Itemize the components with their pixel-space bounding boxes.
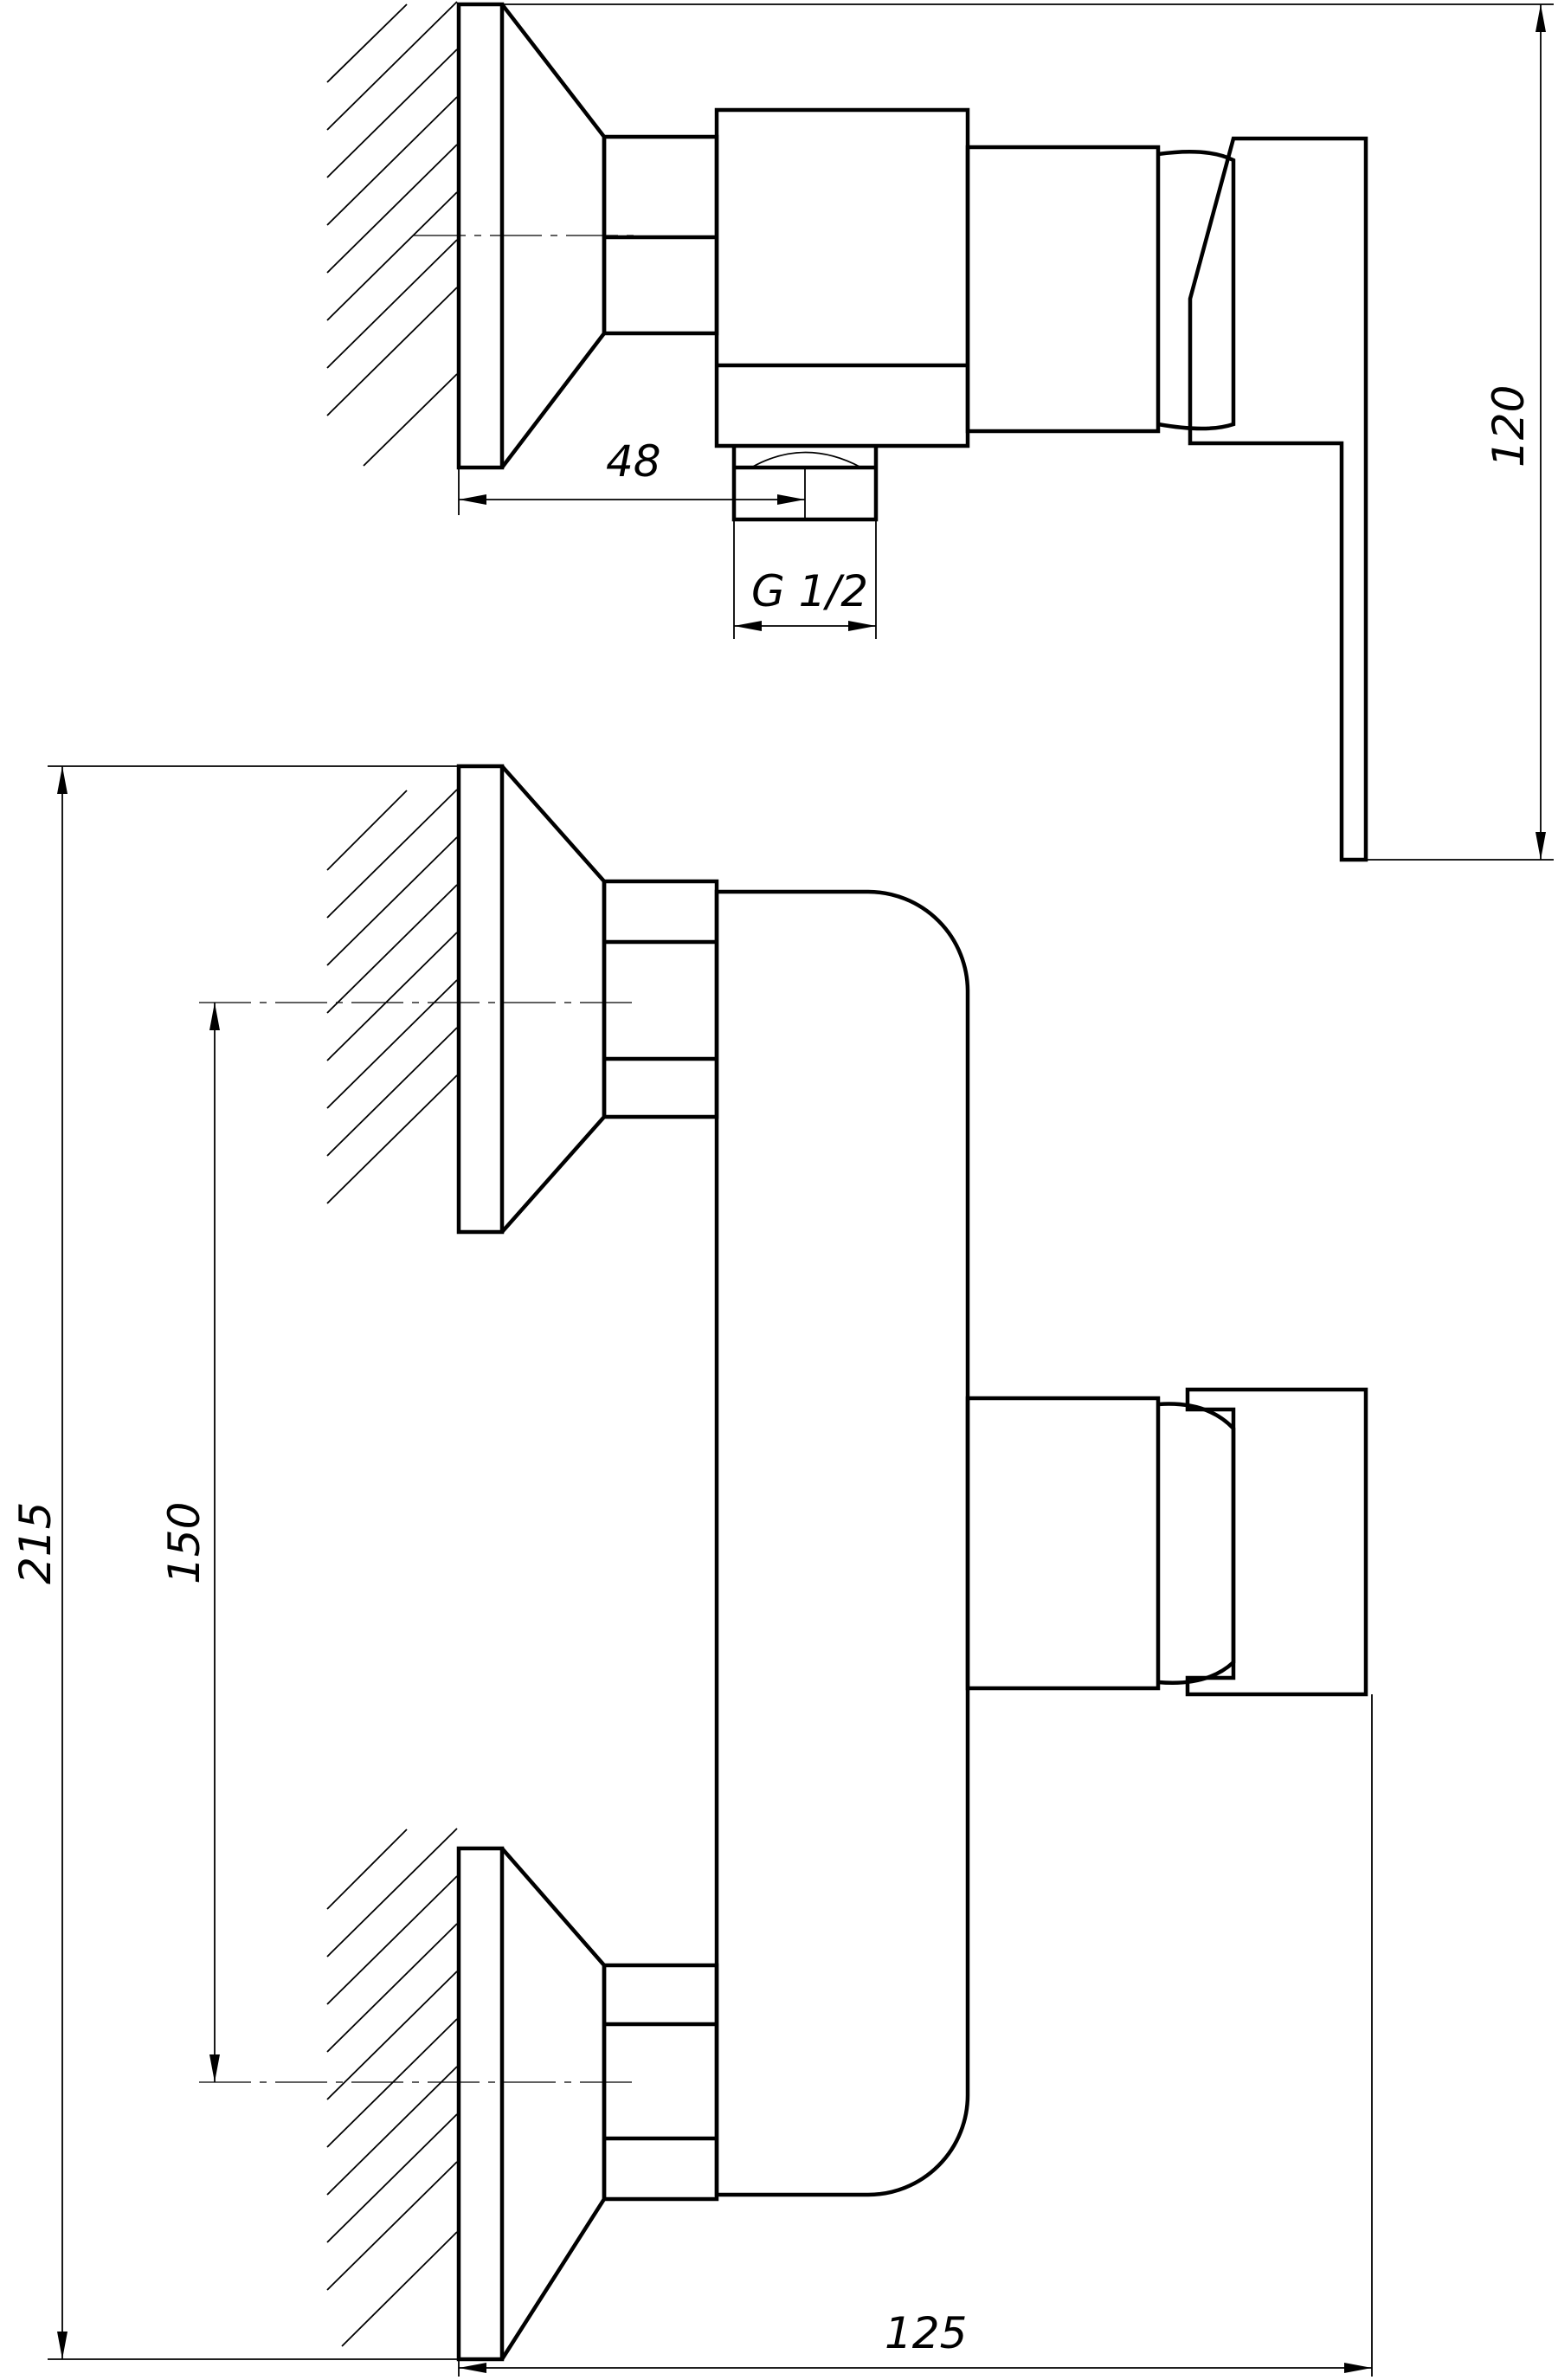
valve-body-front: [714, 889, 970, 2197]
dimension-center-distance-label: 150: [159, 1502, 209, 1584]
dimension-height: 120: [502, 3, 1554, 861]
dimension-offset-label: 48: [606, 436, 661, 487]
wall-hatching-lower: [326, 1828, 458, 2347]
connector-top: [602, 134, 719, 336]
valve-body-side: [714, 107, 970, 448]
wall-hatching-upper: [326, 789, 458, 1204]
dimension-offset: 48: [458, 436, 806, 519]
cartridge-housing-front: [965, 1396, 1161, 1691]
nut-upper: [602, 879, 719, 1119]
wall-plate-lower: [456, 1846, 505, 2362]
dimension-thread: G 1/2: [733, 519, 877, 639]
wall-hatching-top: [326, 1, 458, 467]
cartridge-dome: [1157, 150, 1236, 431]
cartridge-housing: [965, 145, 1161, 434]
handle-front: [1185, 1387, 1368, 1697]
top-view: [326, 1, 1368, 862]
dimension-total-height-label: 215: [10, 1502, 61, 1584]
dimension-total-height: 215: [10, 765, 459, 2360]
dimension-depth: 125: [458, 1694, 1373, 2377]
dimension-depth-label: 125: [885, 2308, 967, 2358]
cartridge-dome-front: [1157, 1402, 1236, 1685]
escutcheon-cone-upper: [500, 764, 607, 1234]
dimension-center-distance: 150: [159, 1003, 220, 2082]
escutcheon-cone-lower: [500, 1847, 607, 2361]
wall-plate-upper: [456, 764, 505, 1235]
dimension-height-label: 120: [1484, 385, 1534, 468]
dimension-thread-label: G 1/2: [751, 566, 868, 616]
bottom-view: [199, 764, 1368, 2362]
lever-handle: [1188, 136, 1368, 862]
